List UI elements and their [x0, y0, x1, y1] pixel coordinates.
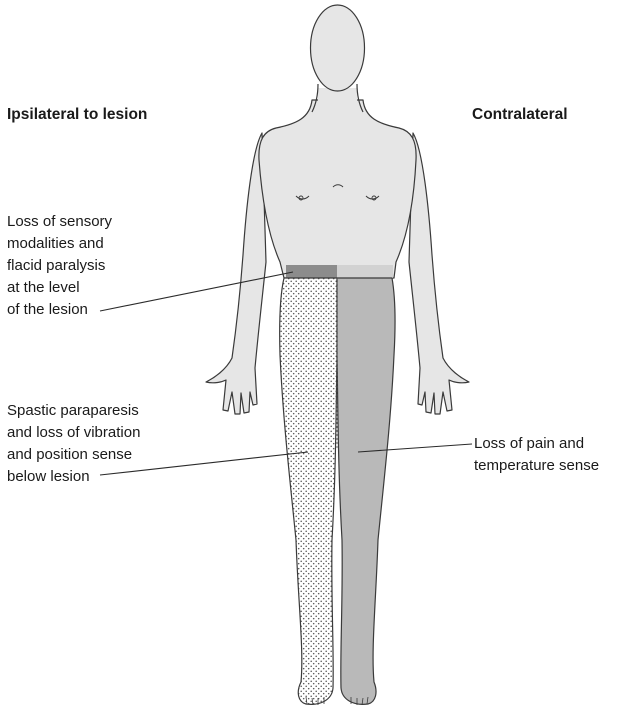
left-leg-stippled — [280, 278, 337, 704]
label-lesion-level-line: at the level — [7, 277, 112, 299]
label-lesion-level-line: Loss of sensory — [7, 211, 112, 233]
label-lesion-level: Loss of sensory modalities and flacid pa… — [7, 211, 112, 321]
human-body-front-figure — [206, 5, 469, 705]
label-below-lesion-line: Spastic paraparesis — [7, 400, 140, 422]
lesion-band-ipsilateral — [286, 265, 337, 278]
heading-ipsilateral: Ipsilateral to lesion — [7, 106, 147, 124]
torso — [259, 100, 416, 278]
label-lesion-level-line: of the lesion — [7, 299, 112, 321]
right-leg-shaded — [337, 278, 395, 704]
heading-contralateral: Contralateral — [472, 106, 568, 124]
label-lesion-level-line: modalities and — [7, 233, 112, 255]
label-below-lesion-line: and loss of vibration — [7, 422, 140, 444]
label-below-lesion: Spastic paraparesis and loss of vibratio… — [7, 400, 140, 488]
label-contralateral-loss-line: Loss of pain and — [474, 433, 599, 455]
label-lesion-level-line: flacid paralysis — [7, 255, 112, 277]
leader-line-lesion-level — [100, 272, 293, 311]
lesion-band-contralateral — [337, 265, 393, 278]
left-arm — [206, 133, 266, 414]
label-contralateral-loss-line: temperature sense — [474, 455, 599, 477]
head — [311, 5, 365, 91]
right-arm — [409, 133, 469, 414]
label-contralateral-loss: Loss of pain and temperature sense — [474, 433, 599, 477]
label-below-lesion-line: below lesion — [7, 466, 140, 488]
label-below-lesion-line: and position sense — [7, 444, 140, 466]
